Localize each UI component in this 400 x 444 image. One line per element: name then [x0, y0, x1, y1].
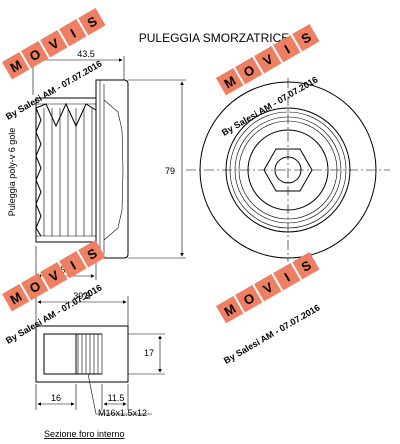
bore-section-view: 39.5 17 16 11.5 M16x1.5 — [35, 291, 165, 439]
front-view — [186, 78, 390, 262]
svg-text:I: I — [282, 42, 293, 57]
watermark-top-left: M O V I S By Salesi AM - 07.07.2016 — [2, 8, 106, 122]
dim-left-length: 16 — [51, 393, 61, 403]
dim-bore-diameter: 17 — [144, 348, 154, 358]
watermark-bottom-right: M O V I S By Salesi AM - 07.07.2016 — [216, 252, 322, 366]
thread-hatching — [77, 334, 99, 374]
svg-text:I: I — [68, 26, 79, 41]
drawing-title: PULEGGIA SMORZATRICE — [139, 31, 289, 45]
side-label: Puleggia poly-v 6 gole — [7, 128, 17, 217]
side-view: 43.5 25.5 79 — [7, 49, 186, 280]
watermark-bottom-left: M O V I S By Salesi AM - 07.07.2016 — [2, 240, 106, 346]
section-caption: Sezione foro interno — [44, 429, 125, 439]
dim-hub-length: 39.5 — [73, 291, 91, 301]
hex-nut-outline — [263, 148, 313, 192]
groove-profile — [43, 108, 93, 236]
center-bore — [274, 156, 302, 184]
dim-outer-diameter: 79 — [165, 166, 175, 176]
svg-text:I: I — [282, 270, 293, 285]
dim-groove-width: 25.5 — [55, 265, 73, 275]
dim-thread-spec: M16x1.5x12 — [98, 408, 147, 418]
svg-text:I: I — [68, 258, 79, 273]
dim-thread-length: 11.5 — [108, 393, 125, 403]
dim-overall-width: 43.5 — [77, 49, 95, 59]
